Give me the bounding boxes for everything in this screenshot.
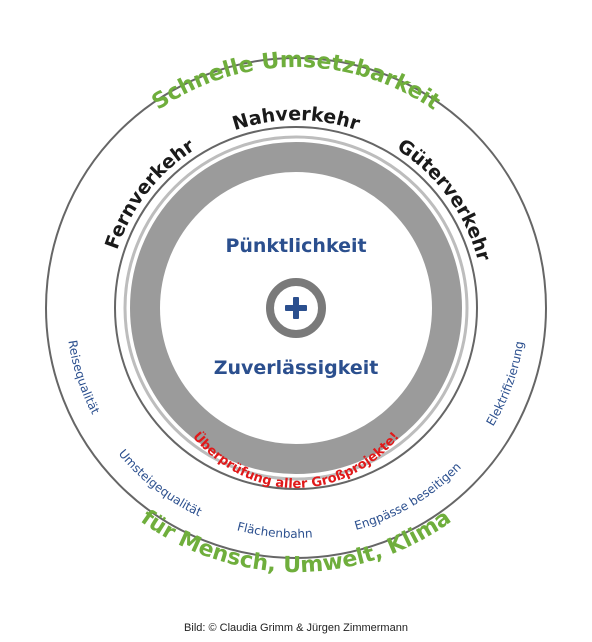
measure-flaechenbahn: Flächenbahn (236, 519, 313, 540)
image-caption: Bild: © Claudia Grimm & Jürgen Zimmerman… (184, 622, 408, 634)
outer-bottom-label: für Mensch, Umwelt, Klima (136, 505, 455, 578)
thick-gray-ring (130, 142, 462, 474)
inner-thin-ring (123, 135, 469, 481)
middle-ring (114, 126, 478, 490)
center-bottom-label: Zuverlässigkeit (214, 357, 379, 379)
plus-icon (285, 297, 307, 319)
center-top-label: Pünktlichkeit (225, 235, 366, 257)
outer-ring (45, 57, 547, 559)
segment-nahverkehr: Nahverkehr (230, 103, 363, 135)
measure-umsteigequalitaet: Umsteigequalität (116, 447, 204, 520)
measure-reisequalitaet: Reisequalität (65, 339, 102, 417)
measure-elektrifizierung: Elektrifizierung (483, 340, 526, 428)
